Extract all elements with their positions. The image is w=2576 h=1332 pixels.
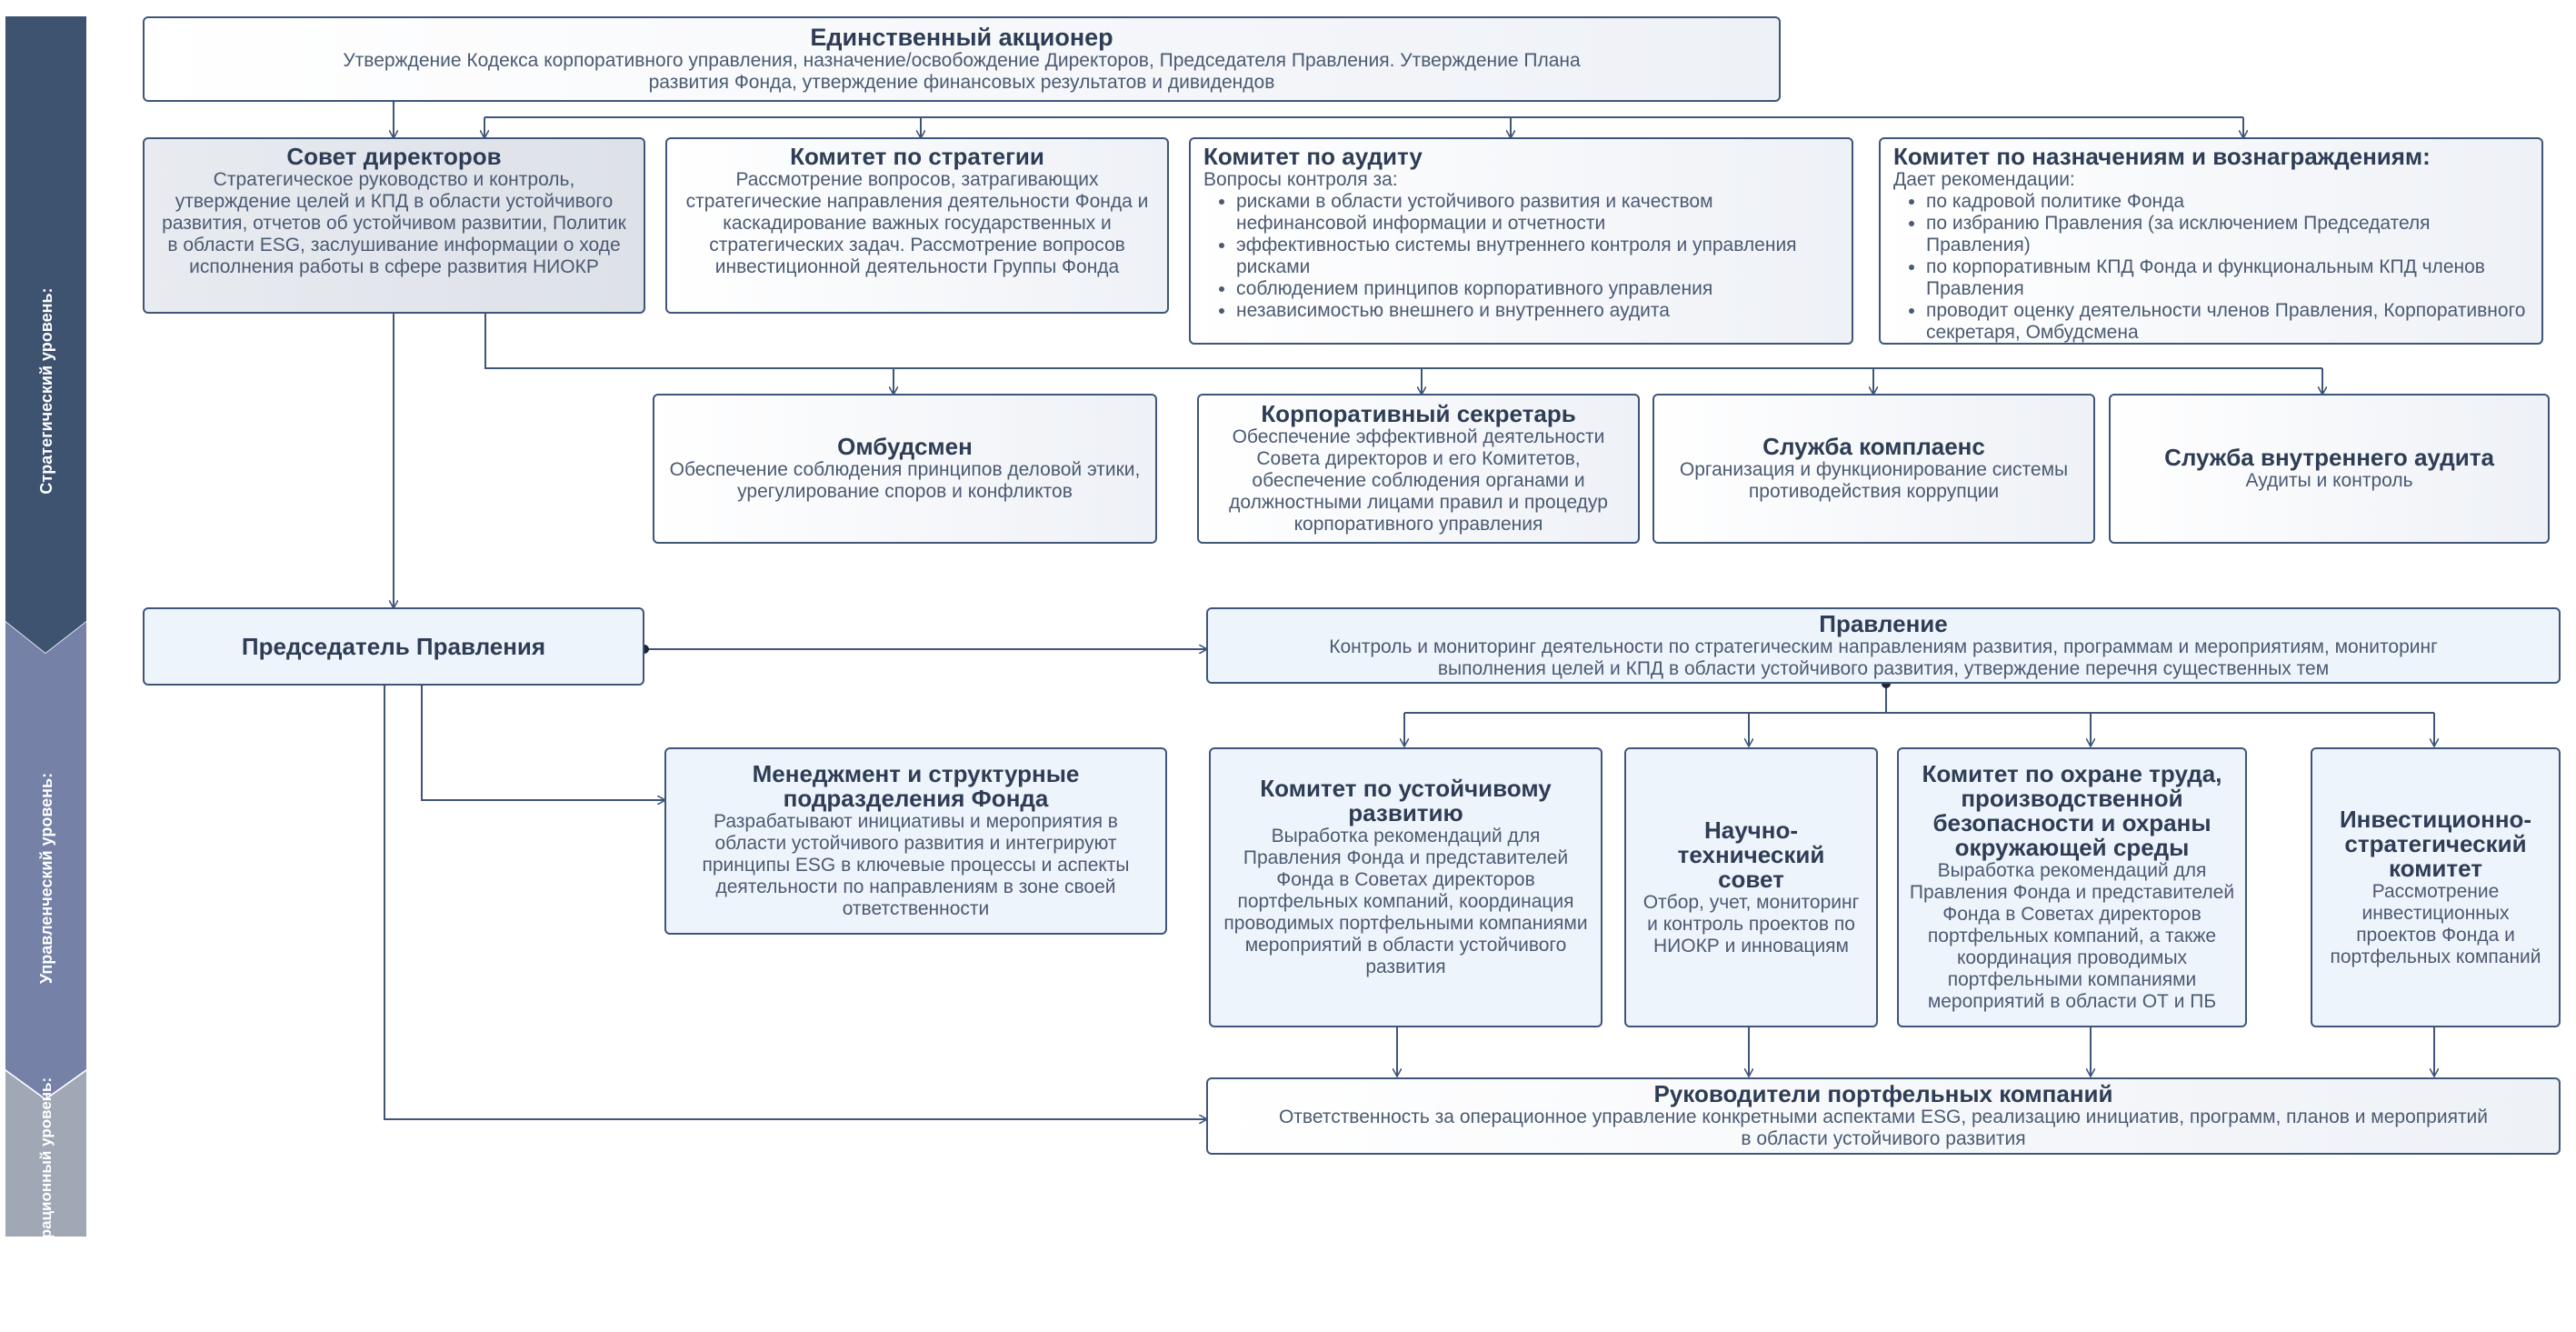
list-item: проводит оценку деятельности членов Прав… — [1926, 300, 2529, 343]
management-board-text: Контроль и мониторинг деятельности по ст… — [1329, 636, 2438, 679]
ombudsman-box: Омбудсмен Обеспечение соблюдения принцип… — [653, 394, 1157, 544]
internal-audit-box: Служба внутреннего аудита Аудиты и контр… — [2109, 394, 2550, 544]
scitech-council-box: Научно-технический совет Отбор, учет, мо… — [1624, 747, 1878, 1027]
board-text: Стратегическое руководство и контроль, у… — [162, 169, 626, 277]
audit-committee-intro: Вопросы контроля за: — [1203, 169, 1398, 190]
management-board-box: Правление Контроль и мониторинг деятельн… — [1206, 607, 2561, 684]
corporate-secretary-box: Корпоративный секретарь Обеспечение эффе… — [1197, 394, 1640, 544]
ombudsman-title: Омбудсмен — [837, 433, 973, 460]
portfolio-heads-title: Руководители портфельных компаний — [1653, 1080, 2113, 1107]
safety-committee-title: Комитет по охране труда, производственно… — [1922, 760, 2222, 861]
compliance-box: Служба комплаенс Организация и функциони… — [1652, 394, 2095, 544]
strategy-committee-title: Комитет по стратегии — [790, 143, 1044, 170]
scitech-council-text: Отбор, учет, мониторинг и контроль проек… — [1642, 891, 1860, 956]
list-item: по корпоративным КПД Фонда и функциональ… — [1926, 256, 2529, 300]
investment-committee-text: Рассмотрение инвестиционных проектов Фон… — [2330, 880, 2541, 967]
sustainability-committee-text: Выработка рекомендаций для Правления Фон… — [1223, 826, 1588, 977]
investment-committee-title: Инвестиционно-стратегический комитет — [2339, 805, 2532, 882]
compliance-title: Служба комплаенс — [1762, 433, 1985, 460]
compliance-text: Организация и функционирование системы п… — [1679, 459, 2069, 502]
safety-committee-text: Выработка рекомендаций для Правления Фон… — [1909, 860, 2235, 1012]
sustainability-committee-title: Комитет по устойчивому развитию — [1260, 775, 1552, 826]
sustainability-committee-box: Комитет по устойчивому развитию Выработк… — [1209, 747, 1603, 1027]
management-board-title: Правление — [1819, 609, 1948, 637]
nomination-committee-title: Комитет по назначениям и вознаграждениям… — [1893, 143, 2431, 170]
connector-lines — [0, 0, 2576, 1255]
board-title: Совет директоров — [286, 143, 502, 170]
corporate-secretary-title: Корпоративный секретарь — [1261, 400, 1576, 427]
chairman-title: Председатель Правления — [241, 632, 546, 660]
list-item: соблюдением принципов корпоративного упр… — [1236, 278, 1839, 300]
safety-committee-box: Комитет по охране труда, производственно… — [1897, 747, 2247, 1027]
list-item: эффективностью системы внутреннего контр… — [1236, 235, 1839, 278]
nomination-committee-intro: Дает рекомендации: — [1893, 169, 2075, 190]
internal-audit-title: Служба внутреннего аудита — [2164, 444, 2494, 471]
board-of-directors-box: Совет директоров Стратегическое руководс… — [143, 137, 645, 314]
management-level-band: Управленческий уровень: — [5, 622, 86, 1098]
operational-level-band: Операционный уровень: — [5, 1071, 86, 1268]
strategic-level-band: Стратегический уровень: — [5, 16, 86, 653]
shareholder-box: Единственный акционер Утверждение Кодекс… — [143, 16, 1781, 102]
portfolio-heads-box: Руководители портфельных компаний Ответс… — [1206, 1077, 2561, 1155]
portfolio-heads-text: Ответственность за операционное управлен… — [1278, 1107, 2489, 1149]
list-item: по кадровой политике Фонда — [1926, 191, 2529, 213]
audit-committee-list: рисками в области устойчивого развития и… — [1203, 191, 1839, 322]
scitech-council-title: Научно-технический совет — [1677, 816, 1825, 893]
strategy-committee-text: Рассмотрение вопросов, затрагивающих стр… — [685, 169, 1149, 277]
chairman-box: Председатель Правления — [143, 607, 644, 686]
nomination-committee-list: по кадровой политике Фонда по избранию П… — [1893, 191, 2529, 343]
list-item: рисками в области устойчивого развития и… — [1236, 191, 1839, 235]
investment-committee-box: Инвестиционно-стратегический комитет Рас… — [2311, 747, 2561, 1027]
shareholder-text: Утверждение Кодекса корпоративного управ… — [343, 49, 1581, 93]
audit-committee-title: Комитет по аудиту — [1203, 143, 1423, 170]
management-units-title: Менеджмент и структурные подразделения Ф… — [752, 760, 1080, 812]
nomination-committee-box: Комитет по назначениям и вознаграждениям… — [1879, 137, 2543, 345]
corporate-secretary-text: Обеспечение эффективной деятельности Сов… — [1229, 426, 1608, 535]
shareholder-title: Единственный акционер — [810, 23, 1113, 51]
audit-committee-box: Комитет по аудиту Вопросы контроля за: р… — [1189, 137, 1853, 345]
list-item: независимостью внешнего и внутреннего ау… — [1236, 300, 1839, 322]
ombudsman-text: Обеспечение соблюдения принципов деловой… — [669, 459, 1141, 502]
internal-audit-text: Аудиты и контроль — [2245, 470, 2413, 491]
list-item: по избранию Правления (за исключением Пр… — [1926, 213, 2529, 256]
management-units-text: Разрабатывают инициативы и мероприятия в… — [702, 811, 1130, 919]
management-units-box: Менеджмент и структурные подразделения Ф… — [664, 747, 1167, 935]
strategy-committee-box: Комитет по стратегии Рассмотрение вопрос… — [665, 137, 1169, 314]
